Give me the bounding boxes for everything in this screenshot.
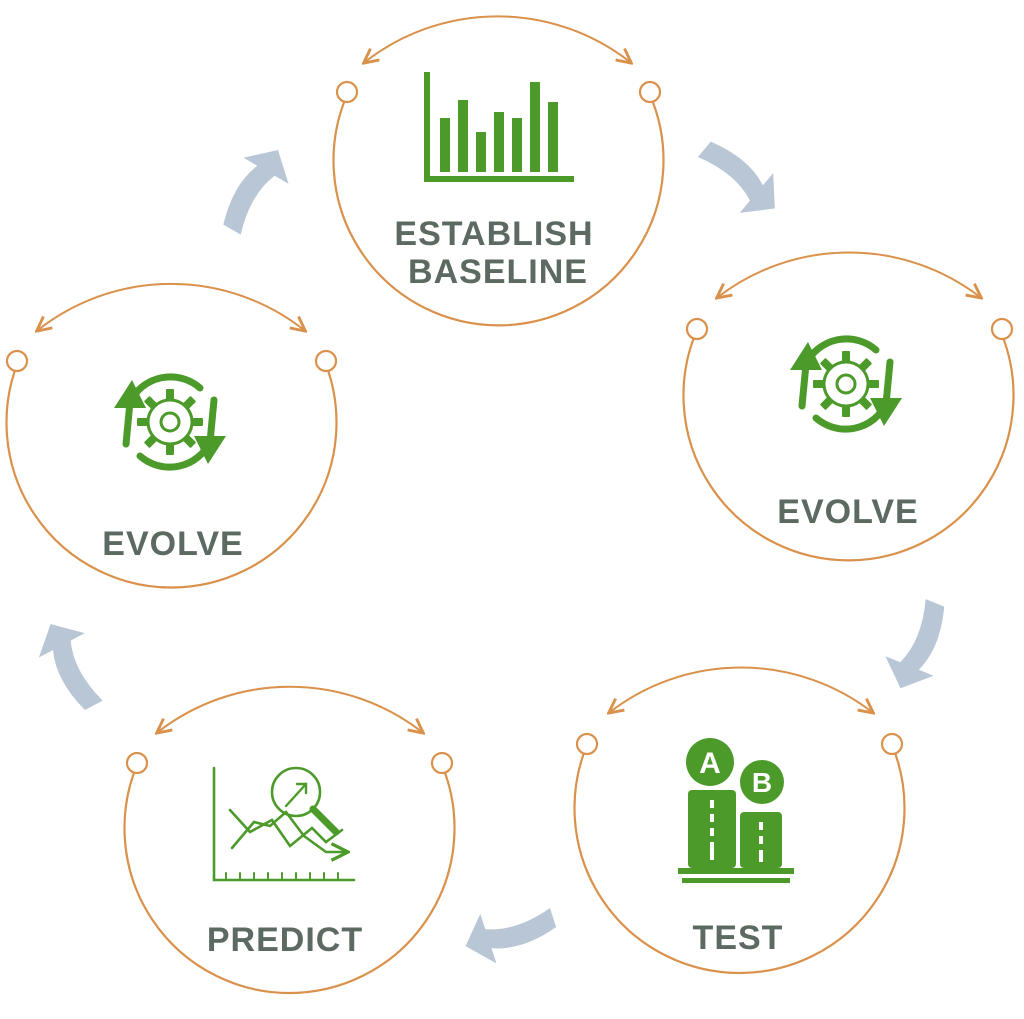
ring-node [430,751,454,775]
flow-arrow-top-to-right [697,141,775,213]
stage-predict: PREDICT [123,685,456,995]
ring-node [314,349,338,373]
flow-arrow-bottom-to-predict [465,908,557,964]
stage-ring [123,764,456,995]
flow-arrows [38,141,945,964]
stage-label: EVOLVE [102,525,243,563]
ring-node [575,732,599,756]
stage-ring [332,94,665,327]
ring-node [990,317,1014,341]
trend-magnifier-icon [212,766,356,882]
ring-node [335,80,359,104]
ab-test-icon: A B [678,738,794,883]
ring-node [880,732,904,756]
stage-label: EVOLVE [777,493,918,531]
stage-label-line1: ESTABLISH [394,215,593,253]
stage-label: PREDICT [207,921,363,959]
flow-arrow-right-to-bottom [885,599,945,689]
flow-arrow-left-to-top [223,149,289,235]
flow-arrow-predict-to-left [38,624,103,711]
stage-test: A B TEST [573,666,906,975]
ring-node [125,751,149,775]
stage-arc-arrow [610,666,872,712]
gear-cycle-icon [790,339,902,429]
ring-node [5,349,29,373]
gear-cycle-icon [114,377,226,467]
ab-test-label-b: B [752,767,772,798]
ring-node [685,317,709,341]
ab-test-label-a: A [699,747,721,780]
stage-evolve-left: EVOLVE [5,282,338,589]
ring-node [638,80,662,104]
bar-chart-icon [424,72,574,182]
stage-ring [573,744,906,975]
stage-label: TEST [693,919,784,957]
stage-evolve-right: EVOLVE [682,251,1015,562]
stage-ring [5,361,338,589]
stage-ring [682,329,1015,562]
stage-label-line2: BASELINE [408,253,588,291]
stage-arc-arrow [158,685,422,732]
stage-arc-arrow [718,251,980,297]
stage-arc-arrow [38,282,304,330]
stage-arc-arrow [365,15,630,62]
stage-establish-baseline: ESTABLISH BASELINE [332,15,665,327]
